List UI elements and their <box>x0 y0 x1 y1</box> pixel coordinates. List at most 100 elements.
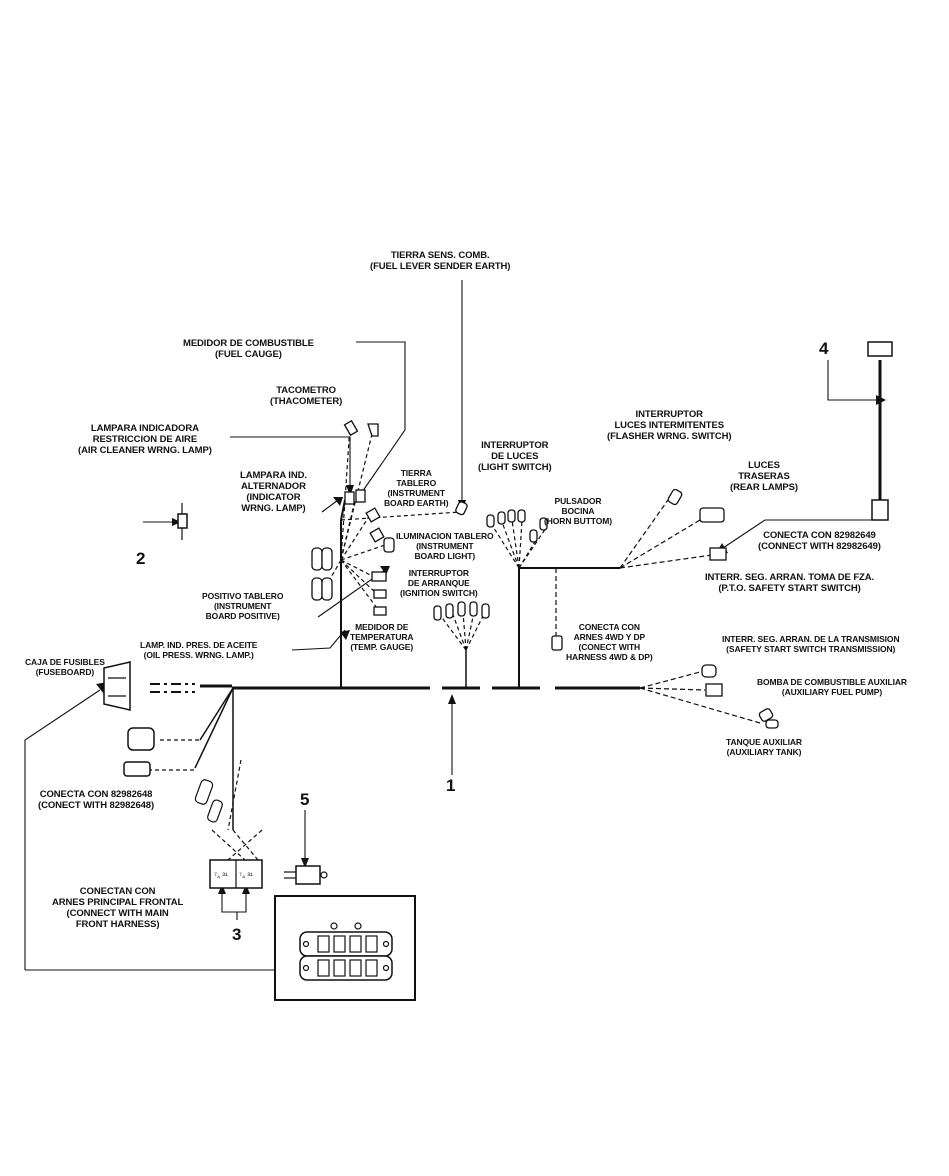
label-instrument-board-light: ILUMINACION TABLERO (INSTRUMENT BOARD LI… <box>396 531 494 561</box>
label-line: TIERRA SENS. COMB. <box>390 250 490 261</box>
label-line: (FUEL CAUGE) <box>215 349 282 360</box>
rear-fanout <box>619 499 761 724</box>
label-line: LUCES INTERMITENTES <box>614 420 724 431</box>
label-line: LAMP. IND. PRES. DE ACEITE <box>140 640 258 650</box>
label-line: ILUMINACION TABLERO <box>396 531 494 541</box>
label-line: TANQUE AUXILIAR <box>726 737 802 747</box>
label-line: (CONNECT WITH 82982649) <box>758 541 881 552</box>
label-fuseboard: CAJA DE FUSIBLES (FUSEBOARD) <box>25 657 105 677</box>
rear-lamp-harness <box>867 341 893 521</box>
label-horn-button: PULSADOR BOCINA (HORN BUTTOM) <box>544 496 612 526</box>
label-line: WRNG. LAMP) <box>241 503 306 514</box>
label-line: (OIL PRESS. WRNG. LAMP.) <box>143 650 254 660</box>
label-main-front-harness: CONECTAN CON ARNES PRINCIPAL FRONTAL (CO… <box>52 886 183 930</box>
label-line: (CONECT WITH 82982648) <box>38 800 155 811</box>
label-line: (INSTRUMENT <box>416 541 474 551</box>
label-line: BOMBA DE COMBUSTIBLE AUXILIAR <box>757 677 907 687</box>
component-shapes <box>311 419 779 729</box>
label-line: (FUEL LEVER SENDER EARTH) <box>370 261 511 272</box>
main-harness-trunk <box>150 683 640 693</box>
label-line: ALTERNADOR <box>241 481 306 492</box>
label-aux-tank: TANQUE AUXILIAR (AUXILIARY TANK) <box>726 737 802 757</box>
label-line: TEMPERATURA <box>350 632 414 642</box>
label-connect-82982648: CONECTA CON 82982648 (CONECT WITH 829826… <box>38 789 154 811</box>
label-line: ARNES 4WD Y DP <box>573 632 646 642</box>
label-tachometer: TACOMETRO (THACOMETER) <box>270 385 342 407</box>
label-line: (CONNECT WITH MAIN <box>66 908 169 919</box>
label-line: LAMPARA IND. <box>240 470 307 481</box>
label-transmission-safety: INTERR. SEG. ARRAN. DE LA TRANSMISION (S… <box>722 634 900 654</box>
label-line: CONECTA CON 82982648 <box>39 789 153 800</box>
label-line: ARNES PRINCIPAL FRONTAL <box>52 897 184 908</box>
callout-3: 3 <box>232 925 242 944</box>
label-line: MEDIDOR DE <box>355 622 409 632</box>
label-line: (SAFETY START SWITCH TRANSMISSION) <box>726 644 896 654</box>
callout-1: 1 <box>446 776 456 795</box>
label-ignition-switch: INTERRUPTOR DE ARRANQUE (IGNITION SWITCH… <box>400 568 478 598</box>
label-line: RESTRICCION DE AIRE <box>92 434 198 445</box>
instrument-fanout <box>148 424 547 771</box>
label-aux-fuel-pump: BOMBA DE COMBUSTIBLE AUXILIAR (AUXILIARY… <box>757 677 907 697</box>
label-line: (HORN BUTTOM) <box>544 516 612 526</box>
label-line: TACOMETRO <box>276 385 336 396</box>
label-line: CONECTAN CON <box>79 886 156 897</box>
label-line: (FUSEBOARD) <box>35 667 95 677</box>
label-line: CONECTA CON 82982649 <box>763 530 876 541</box>
label-line: TRASERAS <box>738 471 790 482</box>
label-line: POSITIVO TABLERO <box>202 591 284 601</box>
label-line: INTERRUPTOR <box>481 440 549 451</box>
label-line: PULSADOR <box>554 496 602 506</box>
label-line: (P.T.O. SAFETY START SWITCH) <box>718 583 861 594</box>
label-line: MEDIDOR DE COMBUSTIBLE <box>183 338 314 349</box>
label-line: (CONECT WITH <box>578 642 641 652</box>
label-harness-4wd: CONECTA CON ARNES 4WD Y DP (CONECT WITH … <box>566 622 653 662</box>
label-line: TABLERO <box>396 478 437 488</box>
label-line: INTERR. SEG. ARRAN. DE LA TRANSMISION <box>722 634 900 644</box>
label-line: (REAR LAMPS) <box>730 482 798 493</box>
label-line: LUCES <box>748 460 780 471</box>
connector-2 <box>177 503 188 540</box>
label-line: INTERR. SEG. ARRAN. TOMA DE FZA. <box>705 572 875 583</box>
label-fuel-gauge: MEDIDOR DE COMBUSTIBLE (FUEL CAUGE) <box>183 338 314 360</box>
label-line: (THACOMETER) <box>270 396 343 407</box>
label-line: (AUXILIARY TANK) <box>726 747 802 757</box>
light-rear-branch <box>518 567 620 688</box>
label-rear-lamps: LUCES TRASERAS (REAR LAMPS) <box>730 460 798 493</box>
label-line: INTERRUPTOR <box>408 568 469 578</box>
front-branch <box>194 687 263 861</box>
label-air-cleaner-lamp: LAMPARA INDICADORA RESTRICCION DE AIRE (… <box>78 423 212 456</box>
label-line: CAJA DE FUSIBLES <box>25 657 105 667</box>
label-line: (AUXILIARY FUEL PUMP) <box>781 687 883 697</box>
label-oil-press-lamp: LAMP. IND. PRES. DE ACEITE (OIL PRESS. W… <box>140 640 257 660</box>
label-line: (AIR CLEANER WRNG. LAMP) <box>78 445 212 456</box>
fuseboard-shape <box>103 661 131 711</box>
label-line: BOARD POSITIVE) <box>205 611 280 621</box>
label-line: (LIGHT SWITCH) <box>478 462 552 473</box>
inset-box <box>274 895 416 1001</box>
label-line: LAMPARA INDICADORA <box>90 423 199 434</box>
label-line: HARNESS 4WD & DP) <box>566 652 653 662</box>
label-light-switch: INTERRUPTOR DE LUCES (LIGHT SWITCH) <box>478 440 552 473</box>
svg-text:⁷₄ ³¹: ⁷₄ ³¹ <box>214 871 228 880</box>
label-line: (INDICATOR <box>246 492 301 503</box>
label-line: DE ARRANQUE <box>407 578 470 588</box>
label-line: BOARD EARTH) <box>384 498 449 508</box>
front-connectors: ⁷₄ ³¹ ⁷₄ ³¹ <box>123 727 263 889</box>
label-line: FRONT HARNESS) <box>75 919 160 930</box>
label-line: BOCINA <box>561 506 595 516</box>
label-line: DE LUCES <box>491 451 539 462</box>
label-pto-safety: INTERR. SEG. ARRAN. TOMA DE FZA. (P.T.O.… <box>705 572 874 594</box>
label-line: BOARD LIGHT) <box>414 551 476 561</box>
callout-4: 4 <box>819 339 829 358</box>
label-instrument-board-earth: TIERRA TABLERO (INSTRUMENT BOARD EARTH) <box>384 468 449 508</box>
leader-lines <box>24 280 881 971</box>
label-instrument-board-positive: POSITIVO TABLERO (INSTRUMENT BOARD POSIT… <box>202 591 283 621</box>
label-line: INTERRUPTOR <box>635 409 703 420</box>
label-line: (INSTRUMENT <box>213 601 272 611</box>
label-line: (TEMP. GAUGE) <box>350 642 414 652</box>
label-line: (INSTRUMENT <box>387 488 445 498</box>
label-line: TIERRA <box>400 468 432 478</box>
label-line: (FLASHER WRNG. SWITCH) <box>607 431 732 442</box>
label-alternator-lamp: LAMPARA IND. ALTERNADOR (INDICATOR WRNG.… <box>240 470 307 514</box>
